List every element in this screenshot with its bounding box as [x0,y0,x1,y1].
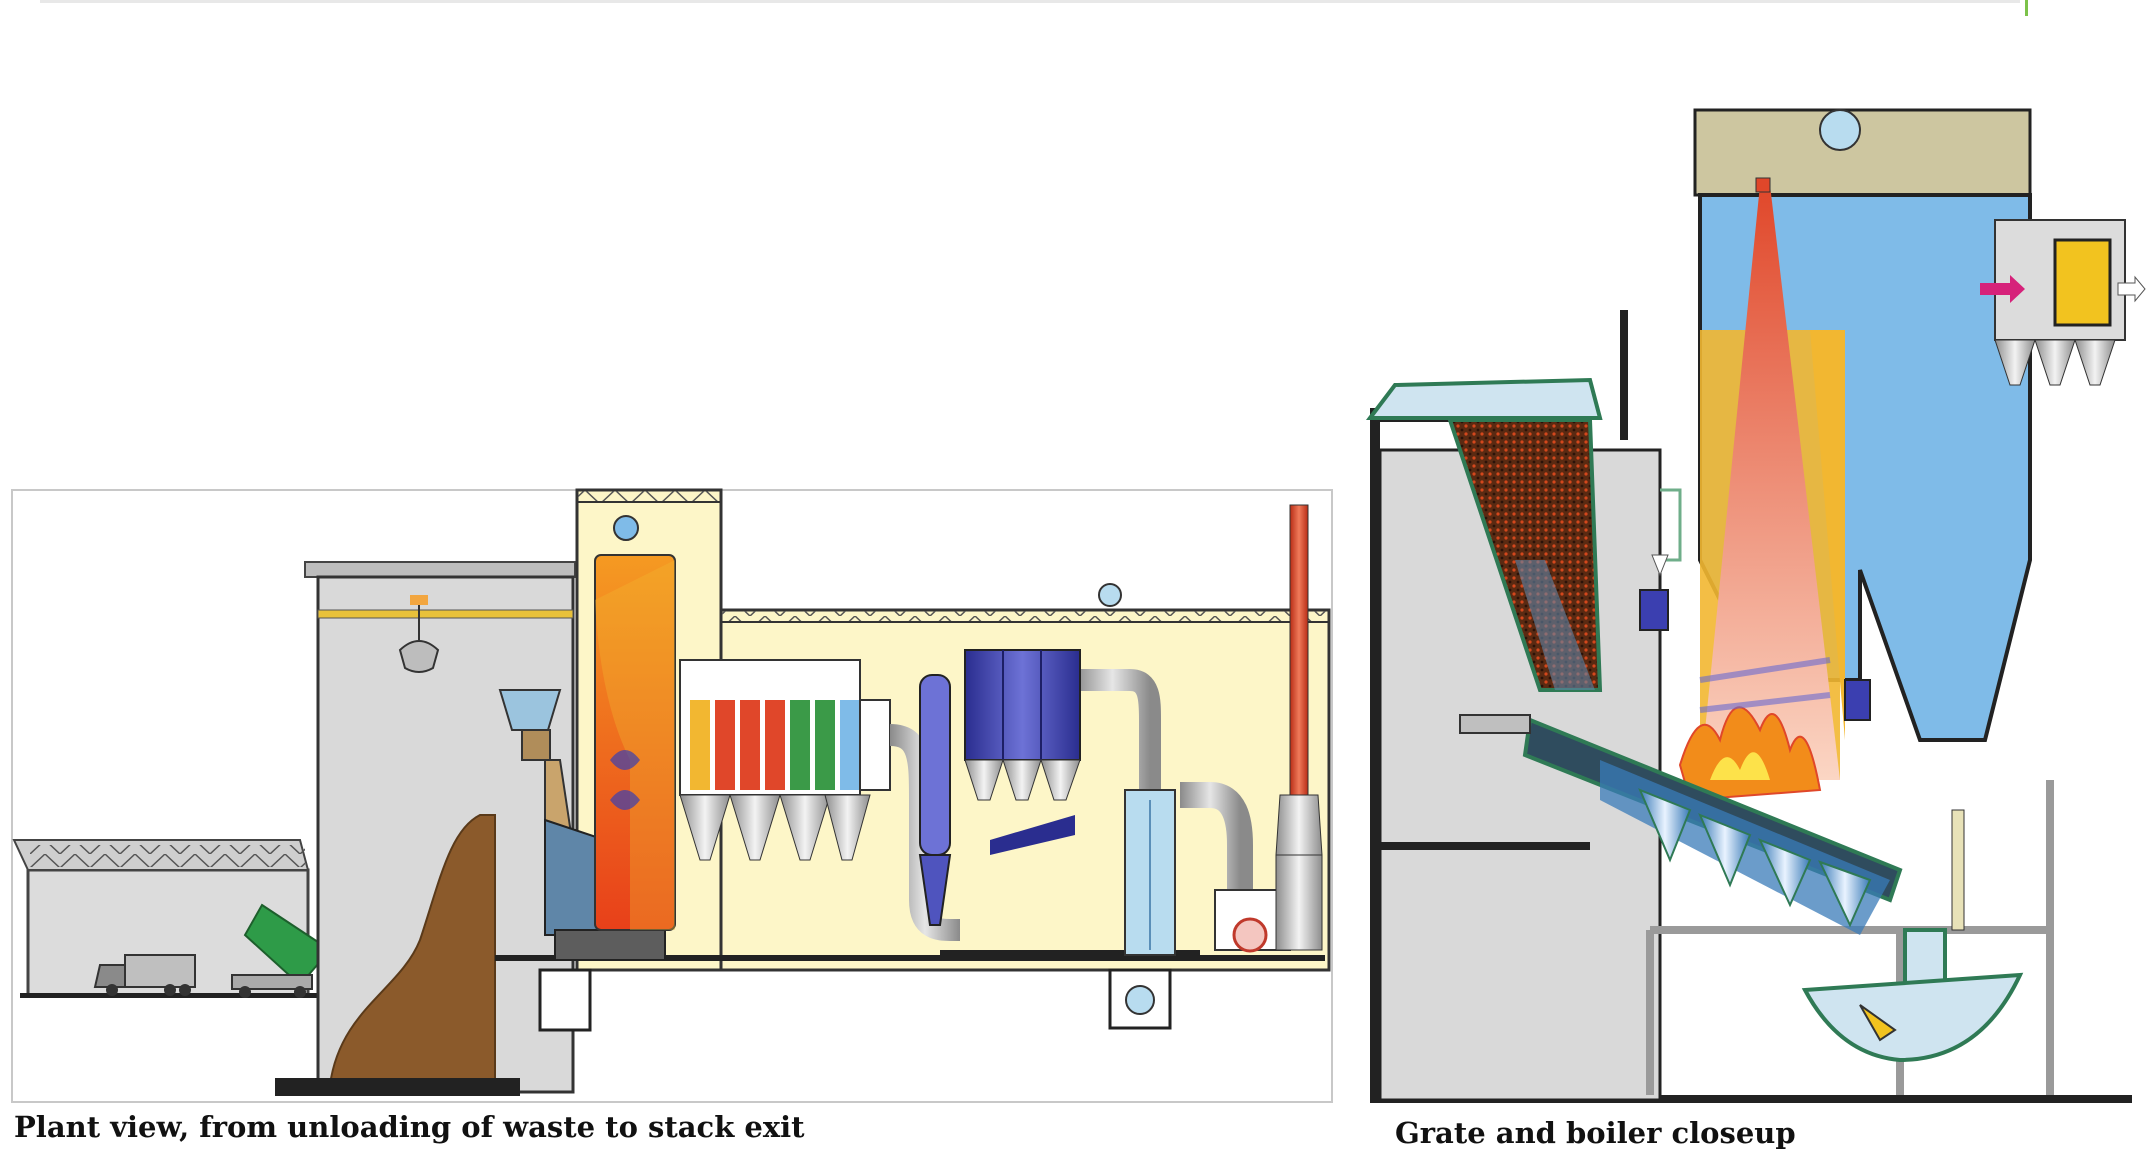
steam-drum [1819,109,1861,151]
truck-icon [93,954,196,996]
outlet-arrow-icon [2117,275,2146,303]
furnace-boiler [594,515,676,931]
ram-feeder [1459,714,1531,734]
tipper-truck-icon [231,903,332,998]
crane-grab-icon [398,595,440,673]
scrubber-bank [940,649,1200,956]
heat-recovery-section [679,659,891,861]
grate-boiler-closeup-diagram [1365,108,2146,1103]
filter-unit [1980,219,2146,386]
top-rule-accent [2025,0,2028,16]
moving-grate [1459,714,1903,935]
ash-discharger [1801,809,2024,1063]
closeup-caption: Grate and boiler closeup [1395,1116,1796,1150]
waste-pile [328,814,496,1086]
floor-slab [1370,1095,2132,1103]
combustion-flames [1678,657,1831,802]
inlet-arrow-icon [1980,275,2025,303]
quench-tower [1124,789,1176,956]
air-injection-nozzles [1639,488,1871,721]
stack [1098,504,1323,951]
top-rule [40,0,2020,3]
flue-gas-plume [1700,185,1840,780]
plant-view-caption: Plant view, from unloading of waste to s… [14,1110,805,1144]
steam-drum-icon [613,515,639,541]
cyclone [918,674,952,926]
feed-chute [1365,377,1603,692]
plant-view-diagram [11,488,1333,1103]
waste-bunker [275,561,576,1096]
